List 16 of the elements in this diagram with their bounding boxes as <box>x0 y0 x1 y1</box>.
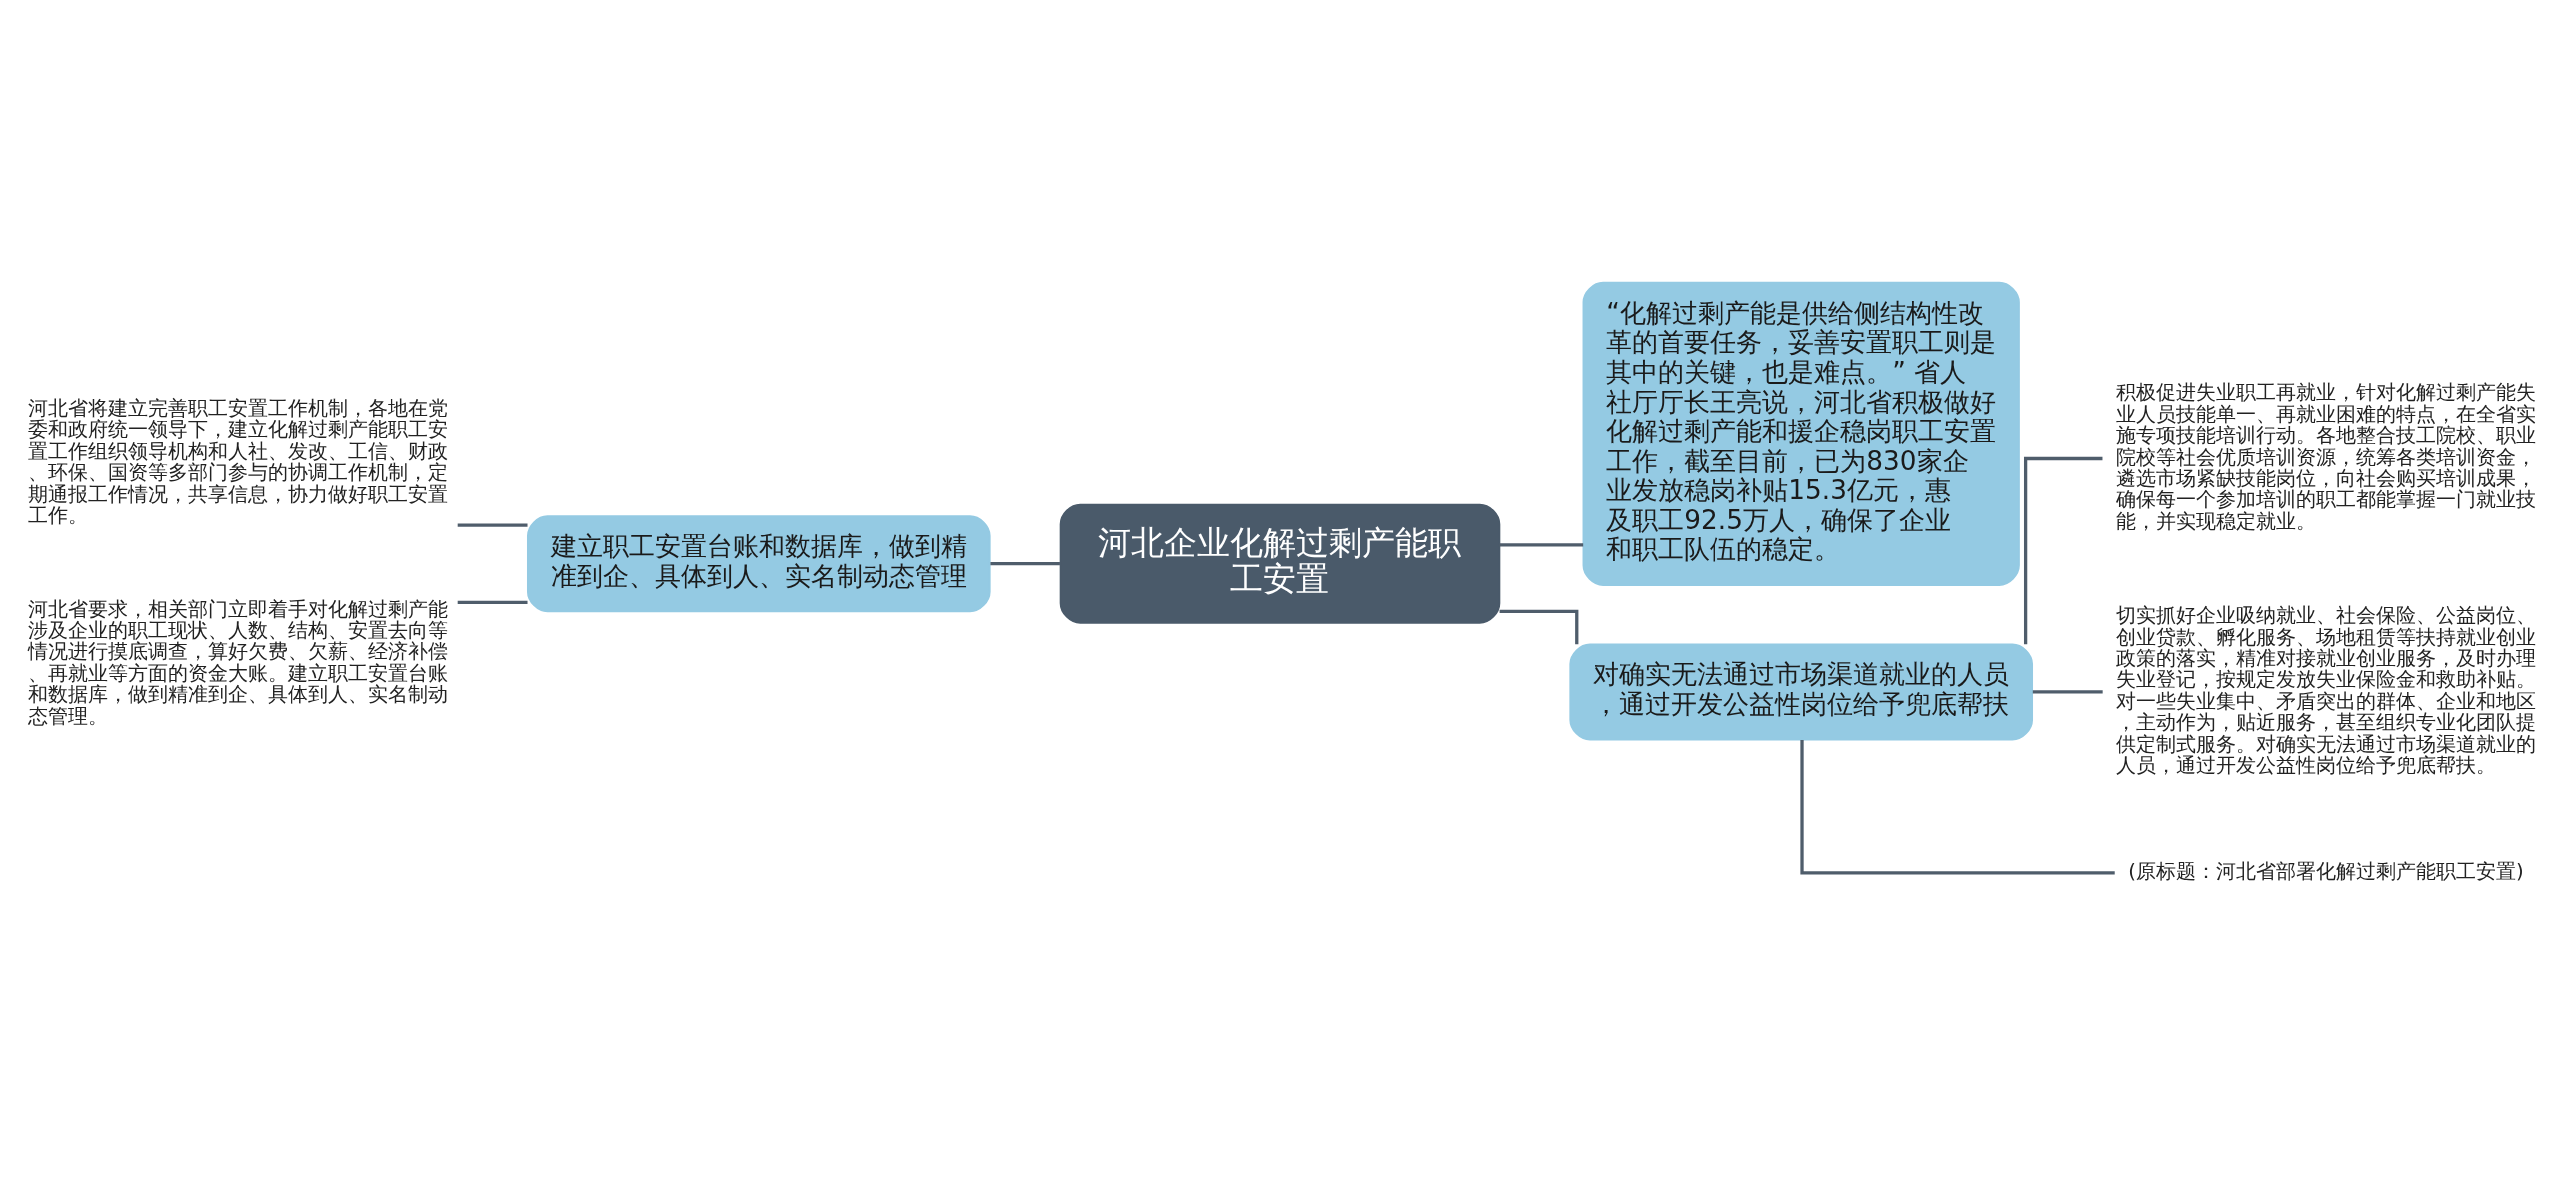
connector <box>457 522 528 527</box>
connector <box>2032 689 2103 694</box>
connector <box>2023 456 2103 644</box>
connector <box>1800 739 2115 874</box>
node-box: 河北企业化解过剩产能职工安置 <box>1059 503 1501 624</box>
node-box: 对确实无法通过市场渠道就业的人员，通过开发公益性岗位给予兜底帮扶 <box>1569 642 2033 740</box>
node-text: (原标题：河北省部署化解过剩产能职工安置) <box>2128 859 2524 883</box>
connector <box>1499 542 1584 546</box>
connector <box>990 561 1060 565</box>
node-text: 切实抓好企业吸纳就业、社会保险、公益岗位、创业贷款、孵化服务、场地租赁等扶持就业创业政策的落实，精准对接就业创业服务，及时办理失业登记，按规定发放失业保险金和救助补贴。对一些失业集中、矛盾突出的群体、企业和地区，主动作为，贴近服务，甚至组织专业化团队提供定制式服务。对确实无法通过市场渠道就业的人员，通过开发公益性岗位给予兜底帮扶。 <box>2116 603 2537 777</box>
node-text: 积极促进失业职工再就业，针对化解过剩产能失业人员技能单一、再就业困难的特点，在全省实施专项技能培训行动。各地整合技工院校、职业院校等社会优质培训资源，统筹各类培训资金，遴选市场紧缺技能岗位，向社会购买培训成果，确保每一个参加培训的职工都能掌握一门就业技能，并实现稳定就业。 <box>2116 380 2537 533</box>
node-text: 河北省要求，相关部门立即着手对化解过剩产能涉及企业的职工现状、人数、结构、安置去向等情况进行摸底调查，算好欠费、欠薪、经济补偿、再就业等方面的资金大账。建立职工安置台账和数据库，做到精准到企、具体到人、实名制动态管理。 <box>27 597 448 728</box>
node-box: “化解过剩产能是供给侧结构性改革的首要任务，妥善安置职工则是其中的关键，也是难点。” 省人社厅厅长王亮说，河北省积极做好化解过剩产能和援企稳岗职工安置工作，截至目前，已为830家企业发放稳岗补贴15.3亿元，惠及职工92.5万人，确保了企业和职工队伍的稳定。 <box>1582 281 2020 586</box>
node-text: 河北省将建立完善职工安置工作机制，各地在党委和政府统一领导下，建立化解过剩产能职工安置工作组织领导机构和人社、发改、工信、财政、环保、国资等多部门参与的协调工作机制，定期通报工作情况，共享信息，协力做好职工安置工作。 <box>27 396 448 527</box>
connector <box>457 600 528 604</box>
node-box: 建立职工安置台账和数据库，做到精准到企、具体到人、实名制动态管理 <box>526 514 991 612</box>
